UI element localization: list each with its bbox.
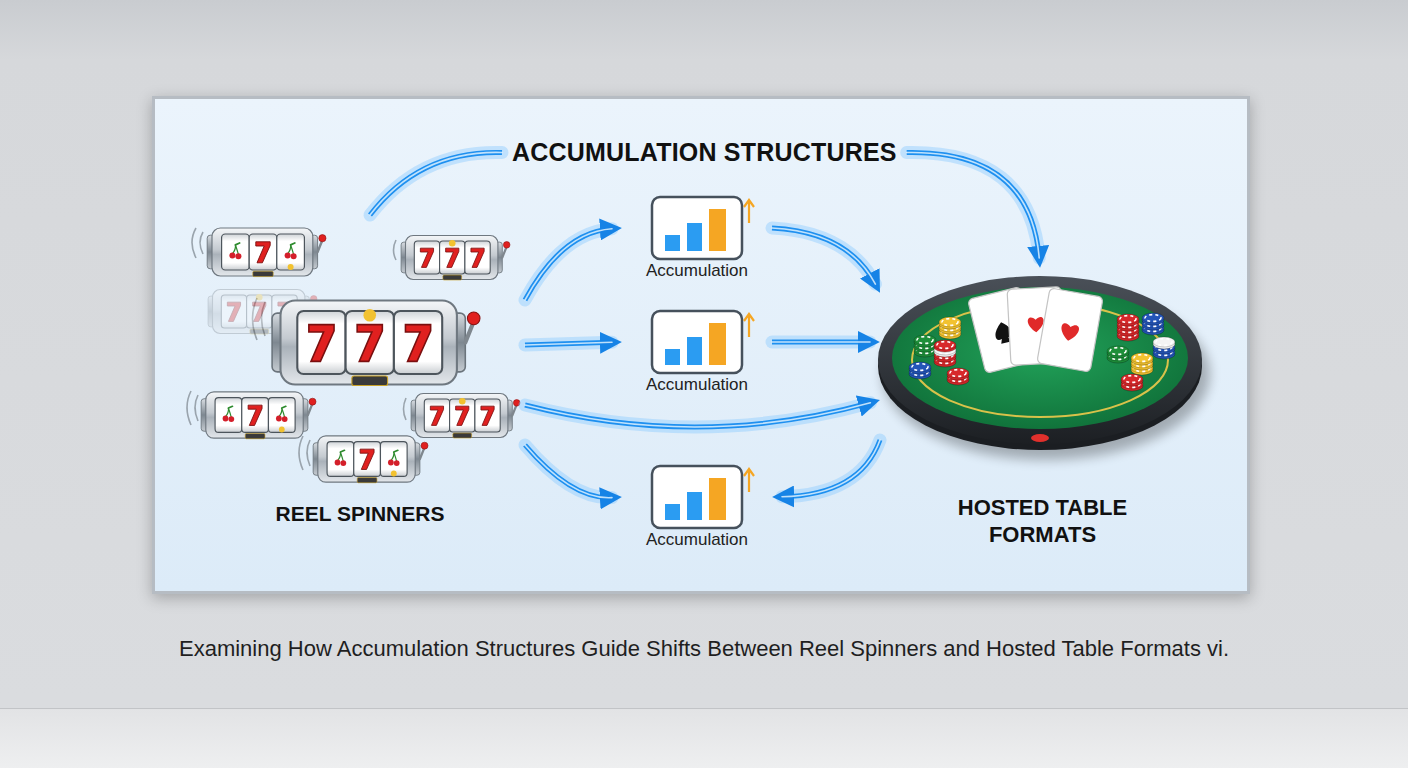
- connector-arrow: [525, 342, 612, 345]
- connector-highlight: [525, 445, 612, 498]
- slot-machine: [401, 236, 510, 281]
- connector-glow: [772, 228, 875, 284]
- connector-line: [370, 152, 502, 215]
- connector-glow: [525, 403, 870, 427]
- accumulation-box: Accumulation: [622, 464, 772, 554]
- connector-arrow: [525, 229, 612, 300]
- connector-glow: [782, 440, 880, 497]
- connector-glow: [772, 336, 870, 349]
- slot-machine: [201, 392, 316, 439]
- connector-highlight: [525, 342, 612, 345]
- gallery-floor: [0, 708, 1408, 768]
- connector-arrow: [782, 440, 880, 497]
- connector-line: [525, 403, 870, 427]
- connector-arrow: [525, 445, 612, 498]
- table-group: HOSTED TABLE FORMATS: [880, 268, 1205, 553]
- connector-highlight: [782, 440, 880, 497]
- slot-machine: [313, 436, 428, 483]
- connector-arrow: [772, 342, 870, 343]
- connector-glow: [525, 342, 612, 345]
- connector-highlight: [525, 403, 870, 427]
- node-label: ACCUMULATION STRUCTURES: [512, 138, 897, 167]
- connector-highlight: [772, 341, 870, 343]
- card-table: [878, 276, 1210, 460]
- slot-machines: [187, 228, 520, 483]
- caption: Examining How Accumulation Structures Gu…: [0, 636, 1408, 662]
- accumulation-box: Accumulation: [622, 309, 772, 399]
- connector-highlight: [370, 152, 502, 215]
- slot-group: REEL SPINNERS: [195, 215, 525, 530]
- connector-line: [525, 445, 612, 498]
- connector-highlight: [525, 229, 612, 300]
- accumulation-icon: [652, 197, 754, 259]
- slot-machine: [411, 394, 520, 439]
- node-label: Accumulation: [626, 375, 768, 395]
- heading-node: ACCUMULATION STRUCTURES: [502, 132, 907, 173]
- connector-arrow: [772, 228, 875, 284]
- connector-arrow: [525, 403, 870, 427]
- node-label: Accumulation: [626, 530, 768, 550]
- connector-highlight: [772, 228, 875, 284]
- slot-machine-main: [272, 301, 480, 386]
- connector-arrow: [370, 152, 502, 215]
- connector-line: [772, 228, 875, 284]
- connector-line: [907, 152, 1039, 258]
- slot-machine: [207, 228, 326, 277]
- accumulation-icon: [652, 311, 754, 373]
- connector-highlight: [907, 152, 1039, 258]
- connector-arrow: [907, 152, 1039, 258]
- connector-glow: [370, 152, 502, 215]
- accumulation-icon: [652, 466, 754, 528]
- node-label: HOSTED TABLE FORMATS: [938, 495, 1148, 549]
- node-label: REEL SPINNERS: [276, 502, 445, 526]
- connector-line: [782, 440, 880, 497]
- connector-glow: [525, 445, 612, 498]
- connector-line: [525, 342, 612, 345]
- connector-glow: [525, 229, 612, 300]
- connector-glow: [907, 152, 1039, 258]
- playing-cards: [968, 287, 1104, 374]
- connector-line: [525, 229, 612, 300]
- node-label: Accumulation: [626, 261, 768, 281]
- accumulation-box: Accumulation: [622, 195, 772, 285]
- connector-line: [772, 340, 870, 345]
